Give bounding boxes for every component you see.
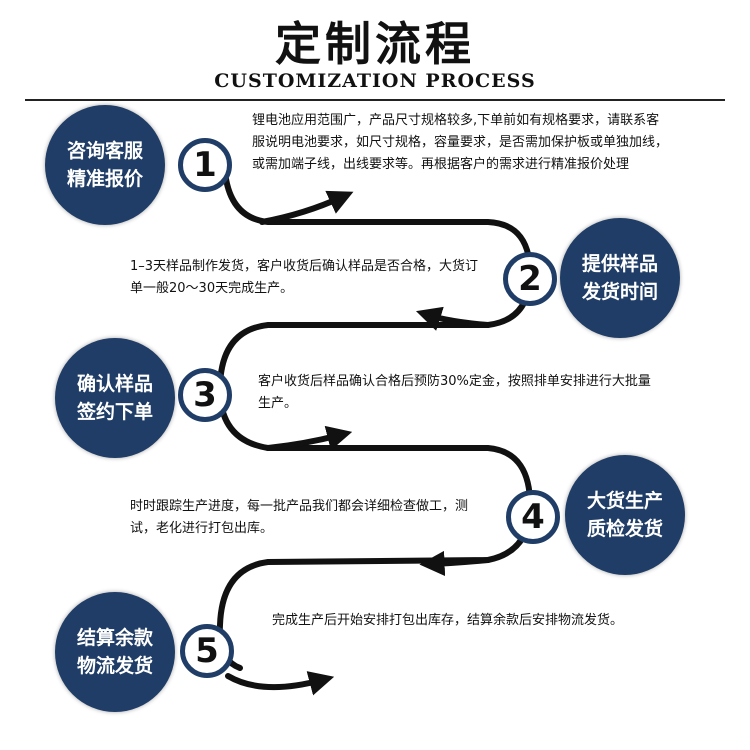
- page-title: 定制流程: [275, 17, 475, 71]
- step-4-label: 大货生产质检发货: [586, 490, 663, 540]
- step-2-description: 1–3天样品制作发货，客户收货后确认样品是否合格，大货订单一般20～30天完成生…: [130, 259, 479, 296]
- header-divider: [25, 99, 725, 101]
- step-2-number: 2: [503, 252, 557, 306]
- step-3-label: 确认样品签约下单: [76, 373, 153, 423]
- flow-arrow-5: [225, 671, 335, 696]
- step-5-description: 完成生产后开始安排打包出库存，结算余款后安排物流发货。: [272, 613, 624, 628]
- step-4-circle: 大货生产质检发货: [565, 455, 685, 575]
- flow-arrow-2: [415, 306, 491, 331]
- step-4-number: 4: [506, 490, 560, 544]
- step-1-number: 1: [178, 138, 232, 192]
- step-1-label: 咨询客服精准报价: [66, 140, 143, 190]
- step-1-description: 锂电池应用范围广，产品尺寸规格较多,下单前如有规格要求，请联系客服说明电池要求，…: [252, 113, 669, 172]
- flow-connector-1: [216, 169, 534, 671]
- step-1-circle: 咨询客服精准报价: [45, 105, 165, 225]
- step-5-number: 5: [180, 624, 234, 678]
- step-2-label: 提供样品发货时间: [581, 253, 658, 303]
- step-3-description: 客户收货后样品确认合格后预防30%定金，按照排单安排进行大批量生产。: [258, 374, 651, 411]
- step-5-circle: 结算余款物流发货: [55, 592, 175, 712]
- step-4-description: 时时跟踪生产进度，每一批产品我们都会详细检查做工，测试，老化进行打包出库。: [130, 499, 469, 536]
- flow-arrow-4: [419, 550, 491, 577]
- step-3-number: 3: [178, 368, 232, 422]
- flow-arrow-1: [259, 190, 354, 225]
- page-subtitle: CUSTOMIZATION PROCESS: [214, 70, 536, 92]
- step-2-circle: 提供样品发货时间: [560, 218, 680, 338]
- flow-arrow-3: [265, 425, 353, 451]
- step-5-label: 结算余款物流发货: [76, 627, 153, 677]
- step-3-circle: 确认样品签约下单: [55, 338, 175, 458]
